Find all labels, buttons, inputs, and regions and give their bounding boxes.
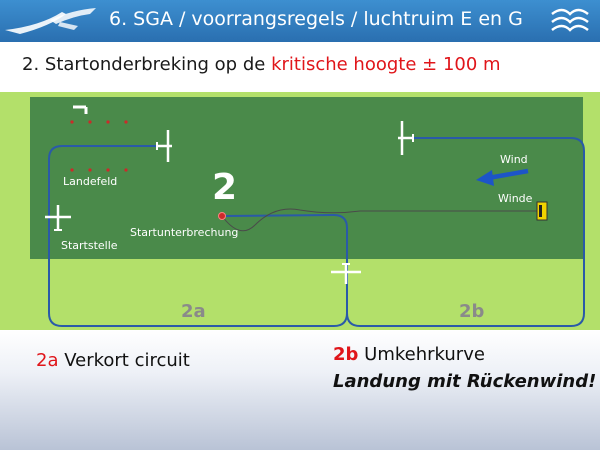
caption-2b-note: Landung mit Rückenwind! bbox=[333, 371, 597, 392]
glider-icon bbox=[331, 263, 361, 284]
label-wind: Wind bbox=[500, 153, 528, 166]
caption-2a-code: 2a bbox=[36, 350, 59, 371]
glider-wing-icon bbox=[5, 8, 96, 34]
wind-arrow-icon bbox=[476, 168, 529, 186]
label-route-2a: 2a bbox=[181, 301, 206, 322]
header-bar: 6. SGA / voorrangsregels / luchtruim E e… bbox=[0, 0, 600, 42]
caption-2a-text: Verkort circuit bbox=[58, 350, 190, 371]
runway-markers bbox=[70, 120, 128, 172]
label-landefeld: Landefeld bbox=[63, 175, 118, 188]
label-startstelle: Startstelle bbox=[61, 239, 118, 252]
label-winde: Winde bbox=[498, 192, 533, 205]
label-startunterbrechung: Startunterbrechung bbox=[130, 226, 239, 239]
interruption-point bbox=[218, 212, 226, 220]
header-title: 6. SGA / voorrangsregels / luchtruim E e… bbox=[109, 8, 523, 30]
track-2b bbox=[346, 137, 585, 327]
caption-2b-text: Umkehrkurve bbox=[358, 344, 485, 365]
caption-2b-code: 2b bbox=[333, 344, 359, 365]
subtitle-bar: 2. Startonderbreking op de kritische hoo… bbox=[0, 42, 600, 92]
landing-t-marker bbox=[73, 105, 88, 114]
winch-icon bbox=[536, 201, 548, 221]
caption-2b: 2b Umkehrkurve bbox=[333, 344, 485, 365]
label-route-2b: 2b bbox=[459, 301, 485, 322]
slide-subtitle: 2. Startonderbreking op de kritische hoo… bbox=[22, 54, 501, 75]
glider-icon bbox=[45, 205, 71, 231]
waves-icon bbox=[551, 8, 589, 32]
track-2a bbox=[48, 145, 348, 327]
subtitle-highlight: kritische hoogte ± 100 m bbox=[271, 54, 501, 75]
glider-icon bbox=[398, 121, 414, 155]
subtitle-prefix: 2. Startonderbreking op de bbox=[22, 54, 272, 75]
label-number-2: 2 bbox=[212, 167, 238, 208]
caption-2a: 2a Verkort circuit bbox=[36, 350, 190, 371]
glider-icon bbox=[156, 130, 172, 162]
caption-area bbox=[0, 330, 600, 450]
winch-cable bbox=[221, 208, 540, 232]
